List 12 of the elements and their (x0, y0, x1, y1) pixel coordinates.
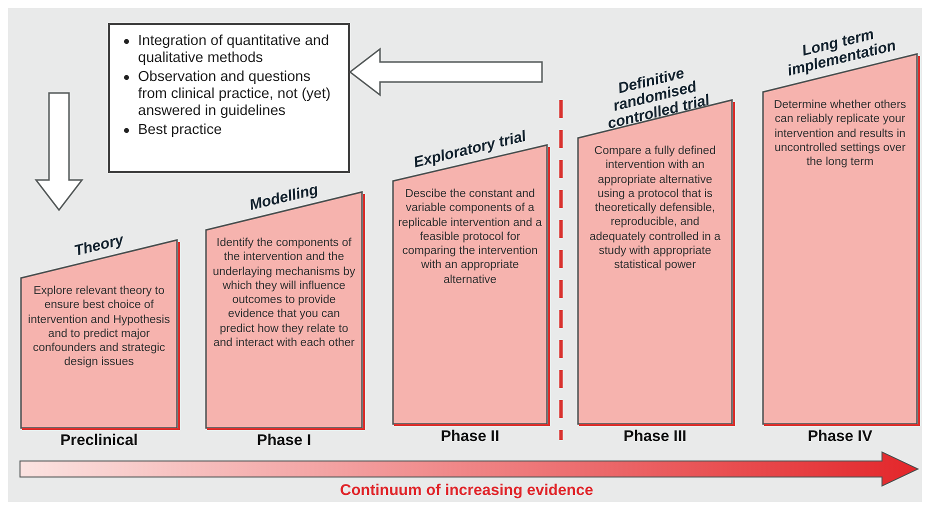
phase-label: Phase III (622, 428, 688, 446)
bullet-item: Best practice (124, 122, 338, 139)
phase-label: Phase I (256, 432, 312, 450)
text-box (108, 23, 350, 173)
phase-label: Phase IV (806, 428, 874, 446)
block-arrow (348, 47, 543, 97)
block-arrow (34, 92, 84, 212)
phase-label: Preclinical (59, 432, 139, 450)
axis-label: Continuum of increasing evidence (340, 482, 594, 500)
bullet-item: Integration of quantitative and qualitative methods (124, 33, 338, 67)
bullet-item: Observation and questions from clinical practice, not (yet) answered in guidelines (124, 69, 338, 120)
phase-label: Phase II (440, 428, 500, 446)
